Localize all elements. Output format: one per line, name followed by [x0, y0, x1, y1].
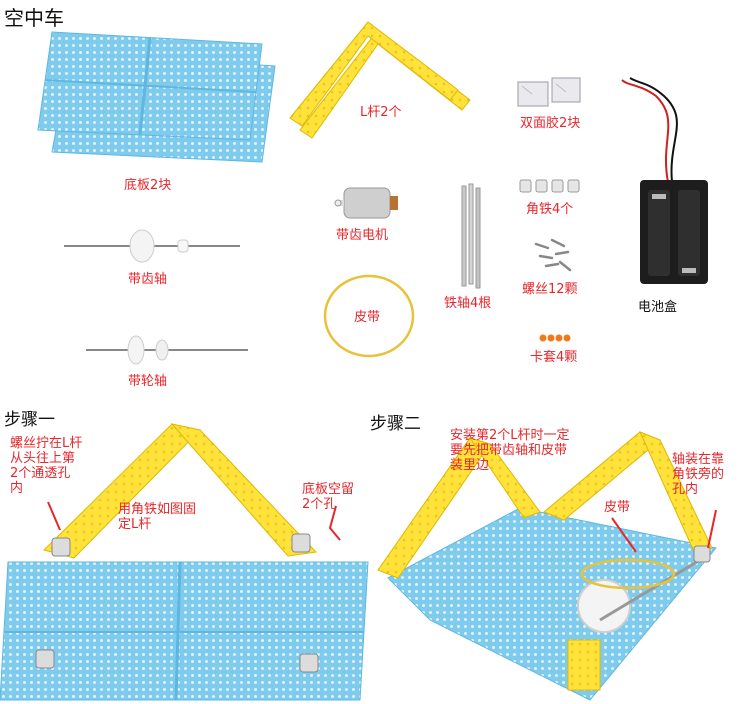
label-base-plate: 底板2块 [124, 178, 172, 193]
label-screws: 螺丝12颗 [522, 282, 578, 297]
label-gear-shaft: 带齿轴 [128, 272, 168, 287]
l-bar-image [289, 21, 471, 139]
step1-title: 步骤一 [4, 410, 55, 430]
label-wheel-shaft: 带轮轴 [128, 374, 168, 389]
battery-box-image [621, 77, 708, 284]
step1-note-gap: 底板空留 2个孔 [302, 482, 372, 512]
step2-title: 步骤二 [370, 414, 421, 434]
step2-note-install-line1: 安装第2个L杆时一定 [450, 428, 570, 443]
label-belt: 皮带 [354, 310, 381, 325]
step2-note-install: 安装第2个L杆时一定 要先把带齿轴和皮带 装里边 [450, 428, 640, 473]
step1-note-gap-line1: 底板空留 [302, 482, 355, 497]
label-tape: 双面胶2块 [520, 116, 581, 131]
step1-note-screw-line3: 2个通透孔 [10, 466, 71, 481]
gear-shaft-image [64, 229, 240, 263]
step1-note-screw-line4: 内 [10, 481, 24, 496]
step1-note-screw: 螺丝拧在L杆 从头往上第 2个通透孔 内 [10, 436, 120, 496]
step1-note-screw-line2: 从头往上第 [10, 451, 76, 466]
step2-note-belt: 皮带 [604, 500, 631, 515]
label-battery-box: 电池盒 [638, 300, 678, 315]
label-clips: 卡套4颗 [530, 350, 578, 365]
step1-note-angle-line2: 定L杆 [118, 517, 152, 532]
base-plate-image [37, 31, 276, 163]
step2-note-axle: 轴装在靠 角铁旁的 孔内 [672, 452, 748, 497]
step2-note-install-line3: 装里边 [450, 458, 490, 473]
page-title: 空中车 [4, 6, 64, 30]
step1-note-screw-line1: 螺丝拧在L杆 [10, 436, 83, 451]
step1-note-angle: 用角铁如图固 定L杆 [118, 502, 228, 532]
step2-note-install-line2: 要先把带齿轴和皮带 [450, 443, 568, 458]
angle-iron-image [519, 179, 580, 193]
label-gear-motor: 带齿电机 [336, 228, 389, 243]
step2-illustration [377, 431, 717, 701]
step2-note-axle-line1: 轴装在靠 [672, 452, 725, 467]
step2-note-axle-line2: 角铁旁的 [672, 467, 725, 482]
step1-note-angle-line1: 用角铁如图固 [118, 502, 197, 517]
label-l-bar: L杆2个 [360, 105, 402, 120]
screws-image [534, 238, 572, 272]
gear-motor-image [334, 187, 398, 219]
belt-image [323, 274, 415, 358]
label-rod: 铁轴4根 [444, 296, 492, 311]
label-angle-iron: 角铁4个 [526, 202, 574, 217]
clips-image [539, 334, 571, 342]
step1-note-gap-line2: 2个孔 [302, 497, 337, 512]
tape-image [517, 77, 581, 107]
wheel-shaft-image [86, 335, 248, 365]
step1-illustration [0, 423, 369, 701]
step2-note-axle-line3: 孔内 [672, 482, 699, 497]
rod-image [461, 183, 481, 289]
